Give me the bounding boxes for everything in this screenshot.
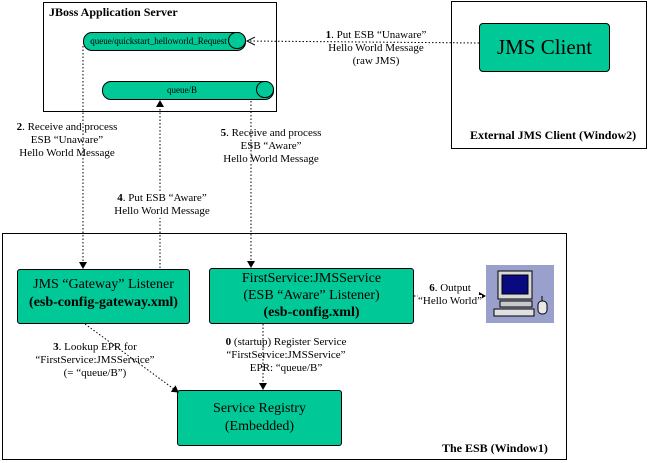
- jboss-server-title: JBoss Application Server: [49, 5, 178, 19]
- gateway-listener-box[interactable]: JMS “Gateway” Listener (esb-config-gatew…: [17, 269, 190, 324]
- step5-label: 5. Receive and process ESB “Aware” Hello…: [220, 127, 322, 165]
- step2-label: 2. Receive and process ESB “Unaware” Hel…: [16, 121, 118, 159]
- jms-client-label: JMS Client: [496, 35, 593, 59]
- aware-listener-box[interactable]: FirstService:JMSService (ESB “Aware” Lis…: [209, 268, 414, 324]
- aware-listener-config: (esb-config.xml): [263, 305, 360, 320]
- step1-label: 1. Put ESB “Unaware” Hello World Message…: [325, 29, 427, 67]
- computer-icon: [486, 265, 554, 323]
- step3-label: 3. Lookup EPR for “FirstService:JMSServi…: [35, 341, 155, 379]
- arrow-step1: [248, 41, 480, 43]
- gateway-listener-config: (esb-config-gateway.xml): [29, 295, 178, 310]
- esb-window-title: The ESB (Window1): [442, 441, 548, 455]
- aware-listener-title: FirstService:JMSService: [241, 271, 382, 286]
- queue-request[interactable]: queue/quickstart_helloworld_Request: [83, 32, 246, 51]
- gateway-listener-title: JMS “Gateway” Listener: [33, 277, 174, 292]
- step4-label: 4. Put ESB “Aware” Hello World Message: [97, 192, 227, 218]
- jms-client-window-title: External JMS Client (Window2): [470, 128, 637, 142]
- queue-b-label: queue/B: [167, 85, 197, 95]
- aware-listener-subtitle: (ESB “Aware” Listener): [243, 288, 380, 303]
- jms-client-box[interactable]: JMS Client: [479, 23, 610, 72]
- queue-cap: [228, 32, 246, 49]
- queue-request-label: queue/quickstart_helloworld_Request: [90, 36, 227, 46]
- queue-cap: [256, 81, 274, 98]
- service-registry-box[interactable]: Service Registry (Embedded): [177, 390, 342, 446]
- service-registry-title: Service Registry: [213, 401, 306, 416]
- service-registry-subtitle: (Embedded): [224, 419, 295, 434]
- step6-label: 6. Output “Hello World”: [418, 282, 482, 307]
- queue-b[interactable]: queue/B: [102, 81, 274, 100]
- step0-label: 0 (startup) Register Service “FirstServi…: [225, 336, 347, 374]
